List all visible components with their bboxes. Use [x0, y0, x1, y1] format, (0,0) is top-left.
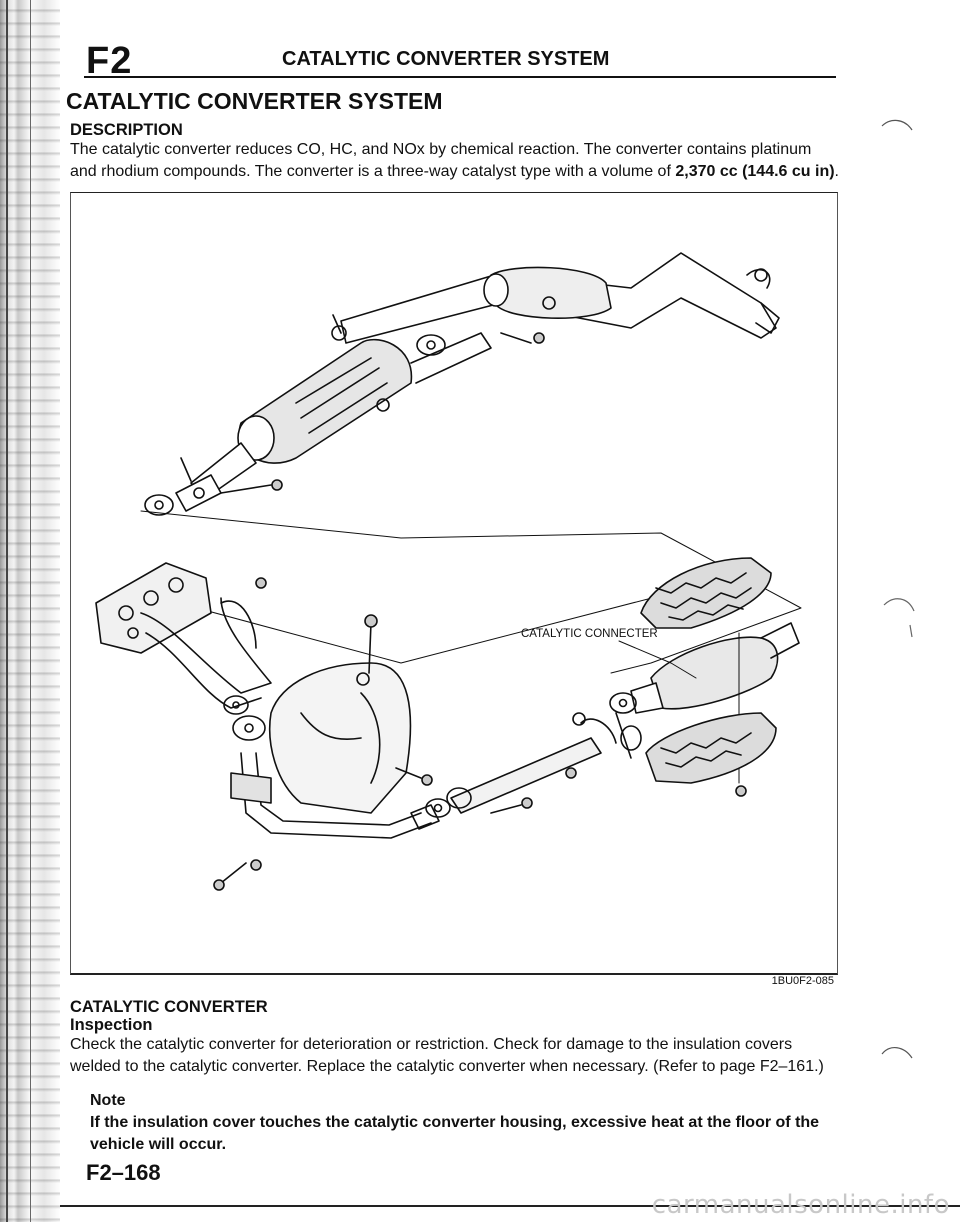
description-text: The catalytic converter reduces CO, HC, …: [70, 141, 812, 180]
description-heading: DESCRIPTION: [70, 121, 183, 139]
exhaust-manifold: [95, 562, 272, 709]
front-pipe: [213, 695, 440, 891]
running-header-title: CATALYTIC CONVERTER SYSTEM: [282, 48, 610, 70]
figure-code: 1BU0F2-085: [771, 975, 834, 987]
pre-muffler: [175, 314, 492, 512]
footer-rule: [60, 1205, 960, 1207]
description-paragraph: The catalytic converter reduces CO, HC, …: [70, 139, 840, 183]
heat-shield: [268, 614, 433, 814]
chapter-code: F2: [86, 40, 133, 82]
inspection-heading: Inspection: [70, 1016, 153, 1034]
binding-line: [6, 0, 8, 1222]
exhaust-system-figure: CATALYTIC CONNECTER: [70, 192, 838, 975]
note-label: Note: [90, 1092, 126, 1109]
catalytic-converter-callout: CATALYTIC CONNECTER: [521, 628, 658, 640]
lower-insulator-cover: [645, 712, 777, 797]
note-text: If the insulation cover touches the cata…: [90, 1114, 820, 1153]
watermark-text: carmanualsonline.info: [651, 1190, 950, 1220]
exploded-view-drawing: CATALYTIC CONNECTER: [95, 252, 802, 891]
margin-mark: [881, 1047, 913, 1059]
upper-gaskets: [144, 332, 545, 516]
inspection-paragraph: Check the catalytic converter for deteri…: [70, 1036, 824, 1075]
section-title: CATALYTIC CONVERTER SYSTEM: [66, 88, 443, 114]
description-end: .: [834, 163, 839, 180]
binding-line: [30, 0, 31, 1222]
margin-mark: [881, 119, 913, 131]
catalytic-converter-heading: CATALYTIC CONVERTER: [70, 998, 268, 1016]
catalytic-converter: [609, 622, 800, 759]
upper-insulator-cover: [640, 557, 772, 784]
middle-pipe: [425, 712, 617, 818]
margin-mark: [883, 598, 915, 638]
header-rule: [84, 76, 836, 78]
page-number: F2–168: [86, 1160, 161, 1185]
converter-volume: 2,370 cc (144.6 cu in): [675, 163, 835, 180]
rear-muffler: [340, 252, 780, 344]
